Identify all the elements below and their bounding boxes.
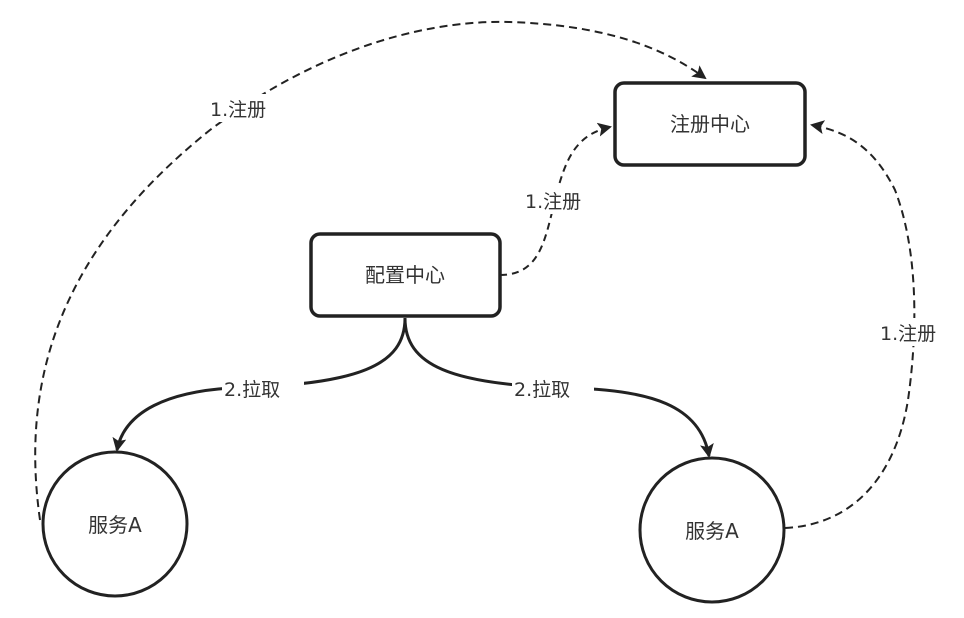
edge-label-bg: [522, 186, 602, 214]
edge-label-bg: [222, 374, 304, 402]
node-config-label: 配置中心: [365, 263, 445, 287]
edge-label-pull-right: 2.拉取: [514, 379, 570, 401]
edge-label-bg: [512, 374, 594, 402]
node-service-right-label: 服务A: [685, 519, 739, 543]
edge-label-pull-left: 2.拉取: [224, 379, 280, 401]
node-registry[interactable]: 注册中心: [613, 81, 807, 167]
edge-service-left-to-registry: [34, 20, 707, 521]
node-service-right[interactable]: 服务A: [638, 456, 786, 604]
edge-label-register-config: 1.注册: [525, 191, 581, 213]
node-registry-label: 注册中心: [670, 112, 750, 136]
node-service-left-label: 服务A: [88, 513, 142, 537]
edge-label-register-left: 1.注册: [210, 99, 266, 121]
node-config[interactable]: 配置中心: [309, 232, 502, 318]
edge-label-bg: [206, 94, 286, 122]
edge-label-register-right: 1.注册: [880, 323, 936, 345]
node-service-left[interactable]: 服务A: [41, 450, 189, 598]
edge-label-bg: [876, 318, 956, 346]
